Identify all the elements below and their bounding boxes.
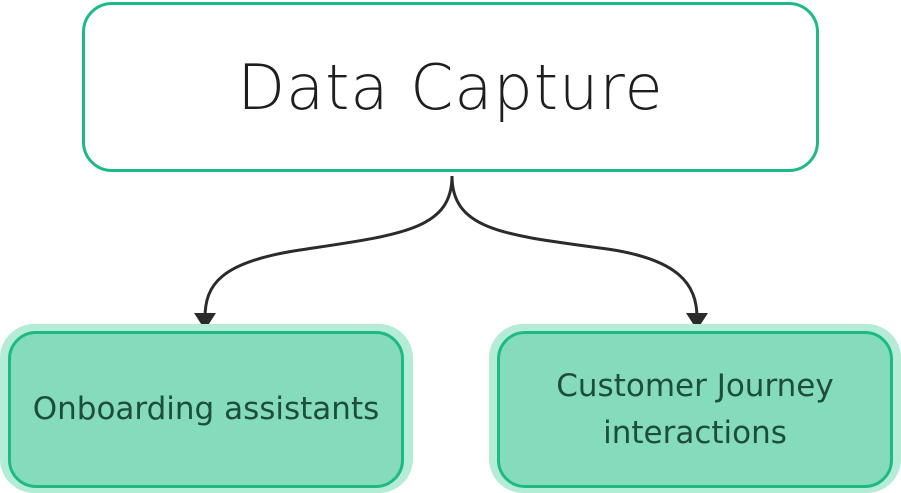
child-node-label: Onboarding assistants — [32, 391, 380, 428]
child-node-label: Customer Journey interactions — [556, 363, 833, 456]
root-node-label: Data Capture — [237, 50, 664, 124]
label-line-2: interactions — [603, 414, 787, 451]
arrowhead-right — [686, 313, 708, 330]
child-node-customer-journey[interactable]: Customer Journey interactions — [497, 331, 893, 488]
edge-to-customer-journey — [450, 175, 699, 319]
label-line-1: Customer Journey — [556, 368, 834, 404]
root-node-data-capture[interactable]: Data Capture — [82, 2, 819, 172]
edge-to-onboarding — [203, 175, 454, 319]
arrowhead-left — [194, 313, 216, 330]
child-node-onboarding-assistants[interactable]: Onboarding assistants — [8, 331, 404, 488]
